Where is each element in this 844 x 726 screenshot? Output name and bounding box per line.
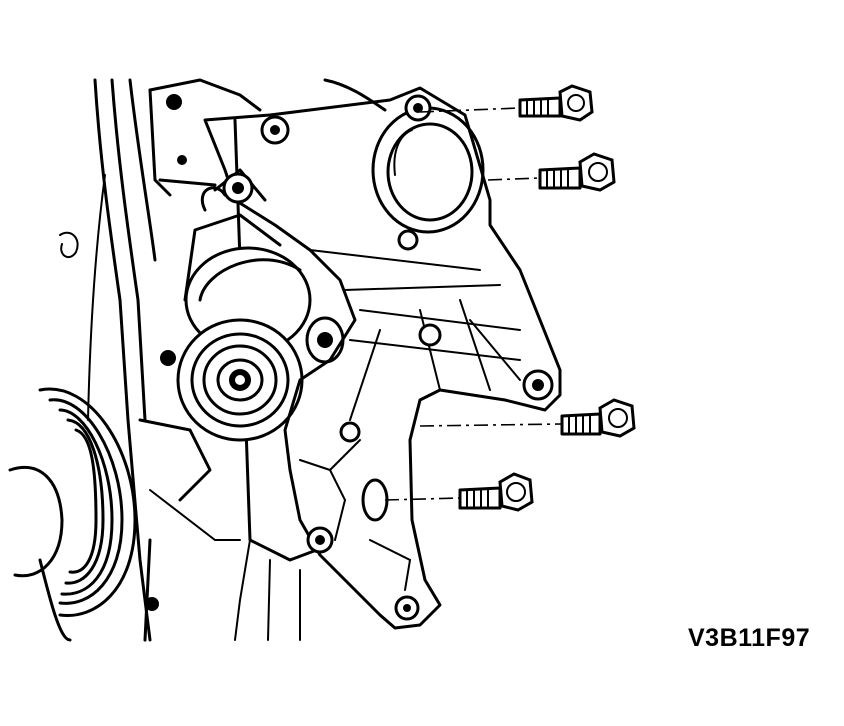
bolt-2: [487, 152, 616, 192]
bolt-4: [384, 472, 534, 512]
bolt-3: [419, 398, 636, 438]
mounting-bracket: [203, 86, 562, 630]
figure-code: V3B11F97: [688, 624, 811, 652]
crankshaft-pulley: [8, 387, 137, 618]
idler-pulley: [160, 213, 312, 442]
bolt-1: [419, 84, 594, 122]
